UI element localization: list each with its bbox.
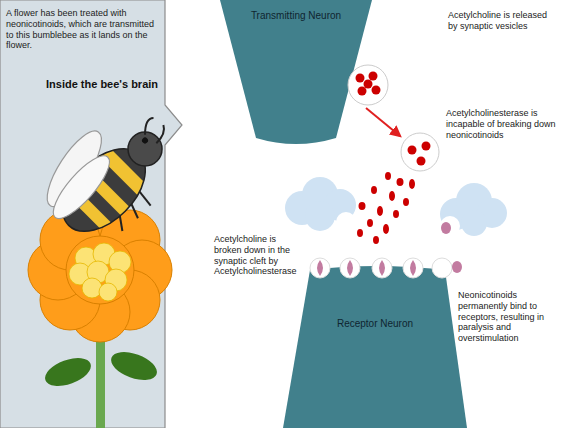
neuron-shape: Transmitting Neuron [218, 0, 374, 150]
annotation: Neonicotinoids permanently bind to recep… [458, 290, 564, 344]
annotation: Acetylcholinesterase is incapable of bre… [446, 108, 564, 140]
caption-text: A flower has been treated with neonicoti… [6, 8, 160, 51]
annotation: Acetylcholine is broken down in the syna… [214, 234, 306, 277]
neuron-name: Receptor Neuron [325, 318, 425, 330]
neuron-name: Transmitting Neuron [246, 10, 346, 22]
inset-panel-outline [0, 0, 165, 428]
annotation: Acetylcholine is released by synaptic ve… [448, 10, 552, 32]
neuron-shape: Receptor Neuron [275, 262, 475, 428]
panel-heading: Inside the bee's brain [46, 78, 164, 91]
neuron-shape-outline [218, 0, 374, 150]
neuron-shape-outline [275, 262, 475, 428]
inset-panel: A flower has been treated with neonicoti… [0, 0, 165, 428]
